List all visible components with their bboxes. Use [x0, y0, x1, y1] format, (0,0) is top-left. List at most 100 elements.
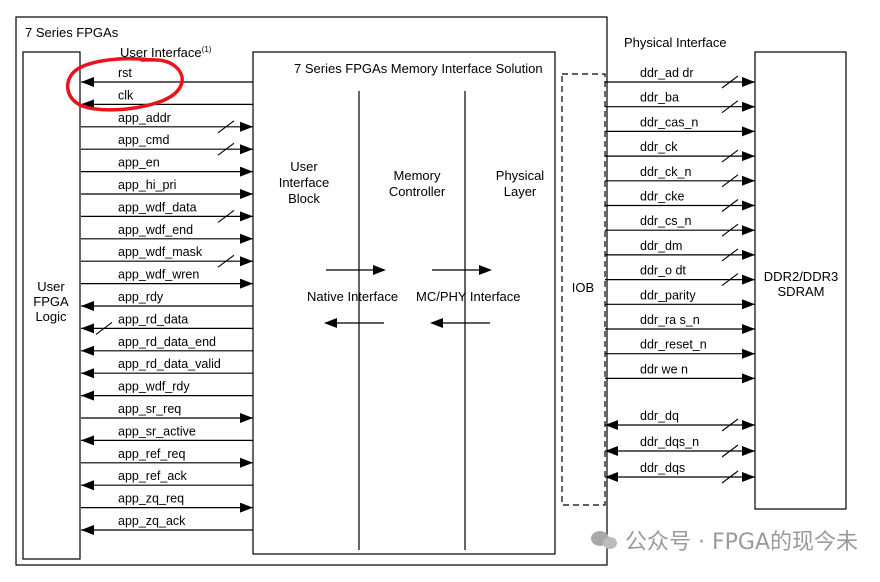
signal-arrowhead	[81, 77, 94, 87]
uib-line-3: Block	[288, 191, 320, 206]
signal-arrowhead	[742, 299, 755, 310]
native-interface-label: Native Interface	[307, 289, 398, 304]
signal-label: app_wdf_rdy	[118, 380, 190, 394]
signal-arrowhead	[742, 446, 755, 456]
signal-arrowhead	[240, 502, 253, 513]
fpga-boundary	[15, 16, 608, 566]
signal-label: app_ref_ack	[118, 469, 188, 483]
user-fpga-logic-block	[22, 51, 81, 560]
mcphy-interface-rx-arrowhead	[430, 318, 443, 328]
user-logic-line-2: FPGA	[33, 294, 69, 309]
signal-label: ddr_cs_n	[640, 214, 691, 228]
signal-label: app_zq_ack	[118, 514, 186, 528]
signal-arrowhead	[240, 256, 253, 267]
user-logic-line-3: Logic	[35, 309, 67, 324]
signal-label: app_ref_req	[118, 447, 185, 461]
signal-label: app_wdf_mask	[118, 245, 203, 259]
mcphy-interface-tx-arrowhead	[479, 265, 492, 275]
signal-arrowhead	[742, 472, 755, 482]
signal-arrowhead	[742, 373, 755, 384]
signal-label: app_rdy	[118, 290, 164, 304]
uib-line-1: User	[290, 159, 318, 174]
signal-arrowhead	[240, 211, 253, 222]
signal-label: app_wdf_wren	[118, 268, 199, 282]
signal-arrowhead	[240, 457, 253, 468]
signal-arrowhead	[605, 472, 618, 482]
watermark-text: 公众号 · FPGA的现今未	[625, 530, 858, 555]
native-interface-tx-arrowhead	[373, 265, 386, 275]
wechat-icon	[591, 529, 619, 551]
signal-label: app_rd_data_valid	[118, 357, 221, 371]
signal-arrowhead	[240, 278, 253, 289]
sdram-line-1: DDR2/DDR3	[764, 269, 838, 284]
sdram-block	[754, 51, 847, 510]
signal-arrowhead	[742, 77, 755, 87]
iob-label: IOB	[572, 280, 594, 295]
signal-label: ddr_cas_n	[640, 115, 698, 129]
signal-label: app_addr	[118, 111, 171, 125]
signal-arrowhead	[742, 225, 755, 236]
user-interface-signals: rstclkapp_addrapp_cmdapp_enapp_hi_priapp…	[81, 66, 253, 535]
native-interface-rx-arrowhead	[324, 318, 337, 328]
signal-arrowhead	[742, 151, 755, 162]
signal-arrowhead	[742, 420, 755, 430]
signal-label: app_rd_data	[118, 312, 188, 326]
signal-label: ddr_o dt	[640, 264, 686, 278]
bus-slash	[217, 254, 235, 268]
signal-arrowhead	[240, 166, 253, 177]
signal-arrowhead	[605, 420, 618, 430]
signal-label: app_hi_pri	[118, 178, 176, 192]
sdram-line-2: SDRAM	[778, 284, 825, 299]
signal-arrowhead	[81, 435, 94, 446]
uib-line-2: Interface	[279, 175, 330, 190]
signal-arrowhead	[742, 101, 755, 112]
physical-interface-signals: ddr_ad drddr_baddr_cas_nddr_ckddr_ck_ndd…	[605, 66, 755, 484]
signal-label: ddr_dqs	[640, 461, 685, 475]
signal-label: ddr_ck	[640, 140, 678, 154]
signal-label: ddr_ck_n	[640, 165, 691, 179]
signal-label: ddr_dqs_n	[640, 435, 699, 449]
signal-arrowhead	[240, 413, 253, 423]
signal-label: ddr we n	[640, 362, 688, 376]
phy-line-2: Layer	[504, 184, 537, 199]
fpga-title: 7 Series FPGAs	[25, 25, 119, 40]
mc-line-1: Memory	[394, 168, 441, 183]
bus-slash	[721, 174, 739, 188]
signal-label: app_sr_req	[118, 402, 181, 416]
signal-label: app_en	[118, 156, 160, 170]
signal-arrowhead	[81, 345, 94, 356]
signal-arrowhead	[742, 348, 755, 359]
signal-arrowhead	[742, 324, 755, 334]
signal-label: app_wdf_data	[118, 200, 197, 214]
bus-slash	[721, 75, 739, 89]
bus-slash	[721, 199, 739, 212]
signal-label: app_rd_data_end	[118, 335, 216, 349]
signal-label: app_wdf_end	[118, 223, 193, 237]
bus-slash	[721, 444, 739, 458]
bus-slash	[721, 273, 739, 287]
signal-arrowhead	[742, 249, 755, 260]
signal-label: app_cmd	[118, 133, 169, 147]
bus-slash	[95, 321, 113, 335]
bus-slash	[721, 149, 739, 163]
signal-arrowhead	[240, 121, 253, 132]
bus-slash	[721, 223, 739, 237]
signal-arrowhead	[81, 301, 94, 311]
bus-slash	[721, 418, 739, 432]
signal-arrowhead	[81, 480, 94, 491]
bus-slash	[721, 470, 739, 484]
signal-label: app_sr_active	[118, 424, 196, 438]
signal-label: rst	[118, 66, 132, 80]
iob-block	[561, 73, 606, 506]
mcphy-interface-label: MC/PHY Interface	[416, 289, 521, 304]
user-logic-line-1: User	[37, 279, 65, 294]
highlight-circle	[65, 56, 184, 112]
mc-line-2: Controller	[389, 184, 446, 199]
signal-arrowhead	[605, 446, 618, 456]
signal-arrowhead	[240, 189, 253, 199]
signal-label: app_zq_req	[118, 492, 184, 506]
bus-slash	[721, 248, 739, 262]
signal-arrowhead	[81, 390, 94, 401]
signal-arrowhead	[81, 323, 94, 334]
